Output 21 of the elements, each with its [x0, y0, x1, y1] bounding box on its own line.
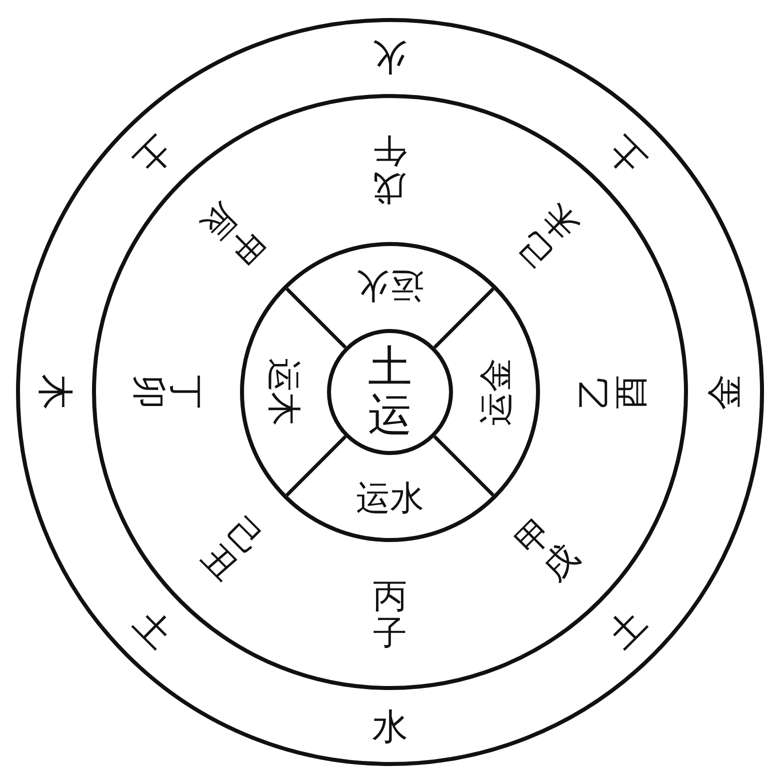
stem-branch-label: 甲戌 [510, 512, 587, 589]
element-character: 水 [372, 708, 408, 748]
phase-label: 运水 [356, 480, 424, 518]
element-character: 火 [372, 36, 408, 76]
element-character: 土 [126, 128, 180, 182]
stem-branch-label: 丁卯 [128, 375, 204, 409]
stem-branch-label: 甲辰 [193, 195, 270, 272]
element-character: 金 [706, 374, 746, 410]
stem-branch-label: 己丑 [193, 512, 270, 589]
element-character: 木 [34, 374, 74, 410]
center-label: 土运 [368, 344, 412, 440]
stem-branch-label: 丙子 [373, 578, 407, 654]
stem-branch-label: 己未 [510, 195, 587, 272]
element-character: 土 [600, 602, 654, 656]
element-character: 土 [126, 602, 180, 656]
phase-label: 运火 [356, 266, 424, 304]
stem-branch-label: 戊午 [373, 130, 407, 206]
phase-label: 运木 [264, 358, 302, 426]
element-character: 土 [600, 128, 654, 182]
phase-label: 运金 [478, 358, 516, 426]
stem-branch-label: 乙酉 [576, 375, 652, 409]
